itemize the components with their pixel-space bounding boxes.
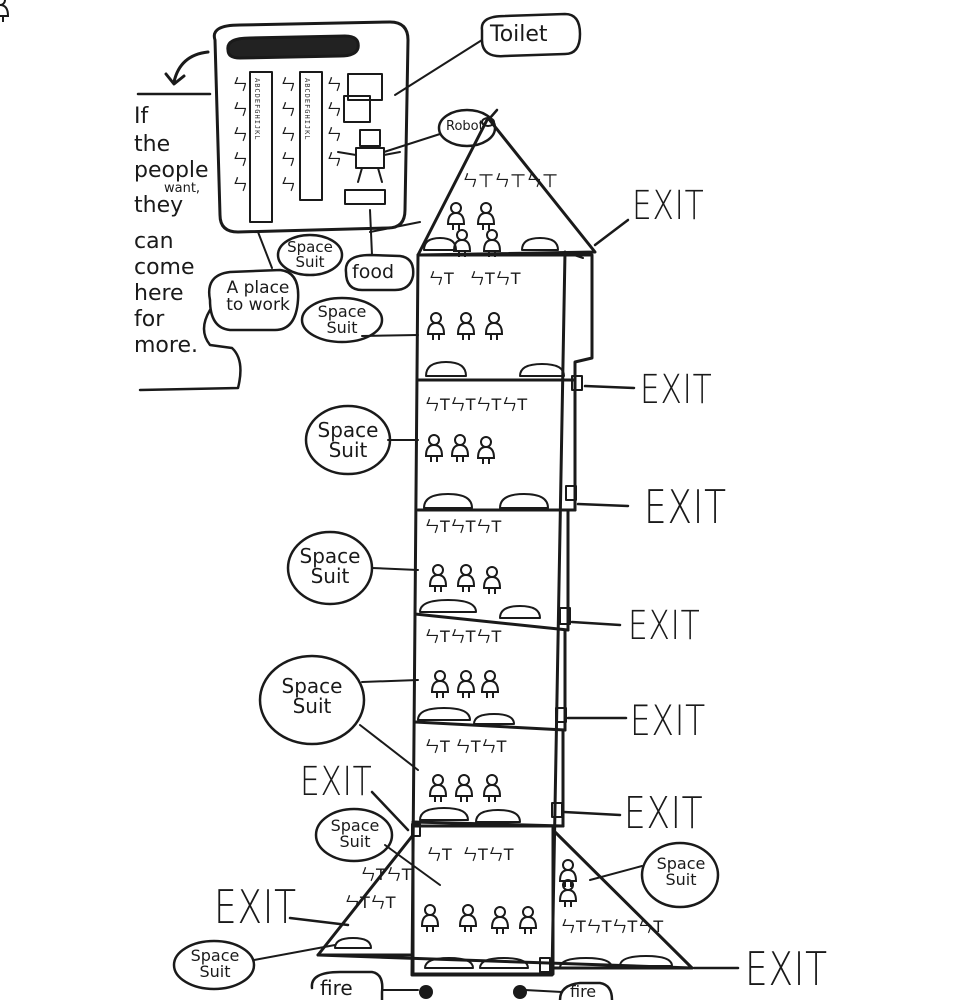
space-suit-label: Space Suit xyxy=(190,946,240,981)
bed-marks: ㄣㄒㄣㄒㄣㄒ ㄣT ㄣTㄣT ㄣTㄣTㄣTㄣT ㄣTㄣTㄣT ㄣTㄣTㄣT ㄣT… xyxy=(232,75,663,936)
toilet-shape xyxy=(347,73,383,101)
note-line: the xyxy=(134,132,171,157)
work-label: A place to work xyxy=(226,278,290,315)
fire-label: fire xyxy=(570,982,597,1001)
svg-text:ㄣ: ㄣ xyxy=(232,125,248,144)
svg-text:ㄣ: ㄣ xyxy=(326,125,342,144)
shelf-left xyxy=(249,71,273,223)
space-suit-label: Space Suit xyxy=(281,674,343,718)
robot-figure xyxy=(337,129,401,183)
note-line: people xyxy=(134,158,209,183)
work-bubble xyxy=(207,268,300,332)
exit-label: EXIT xyxy=(640,367,713,413)
svg-text:ㄣTㄣTㄣT: ㄣTㄣTㄣT xyxy=(424,627,502,646)
note-line: want, xyxy=(164,181,201,196)
exit-label: EXIT xyxy=(300,759,373,805)
shelf-right xyxy=(299,71,323,201)
supply-box xyxy=(212,20,410,234)
space-suit-label: Space Suit xyxy=(317,302,367,337)
svg-text:ㄣ: ㄣ xyxy=(326,100,342,119)
note-line: for xyxy=(134,307,165,332)
exit-label: EXIT xyxy=(644,480,727,534)
exit-doors xyxy=(411,375,583,973)
svg-text:ㄣTㄣT: ㄣTㄣT xyxy=(344,893,396,912)
svg-text:ㄣ: ㄣ xyxy=(326,150,342,169)
food-tray xyxy=(344,189,386,205)
right-fin xyxy=(551,828,694,970)
svg-text:ㄣTㄣTㄣT: ㄣTㄣTㄣT xyxy=(424,517,502,536)
svg-text:ㄣㄒㄣㄒㄣㄒ: ㄣㄒㄣㄒㄣㄒ xyxy=(462,171,558,190)
toilet-bubble xyxy=(480,12,582,58)
exit-label: EXIT xyxy=(628,603,701,649)
svg-text:ㄣ: ㄣ xyxy=(232,175,248,194)
svg-text:ㄣ: ㄣ xyxy=(280,150,296,169)
note-line: here xyxy=(134,281,184,306)
svg-text:ㄣ: ㄣ xyxy=(280,175,296,194)
svg-text:ㄣ: ㄣ xyxy=(232,75,248,94)
space-suit-label: Space Suit xyxy=(317,418,379,462)
exit-lines xyxy=(288,218,740,970)
food-bubble xyxy=(344,253,415,292)
engines xyxy=(419,985,527,999)
fire-label: fire xyxy=(320,976,353,1000)
rocket-body xyxy=(410,250,567,977)
svg-text:ㄣTㄣT: ㄣTㄣT xyxy=(360,865,412,884)
note-line: they xyxy=(134,193,184,218)
seats xyxy=(334,237,673,969)
exit-label: EXIT xyxy=(214,880,297,934)
note-line: more. xyxy=(134,333,198,358)
svg-text:ㄣTㄣTㄣTㄣT: ㄣTㄣTㄣTㄣT xyxy=(560,917,663,936)
svg-text:ㄣ: ㄣ xyxy=(232,150,248,169)
note-line: can xyxy=(134,229,174,254)
shelf-letters-left: ABCDEFGHIJKL xyxy=(253,78,261,141)
svg-text:ㄣT ㄣTㄣT: ㄣT ㄣTㄣT xyxy=(424,737,507,756)
box-hatch xyxy=(226,34,360,60)
note-line: come xyxy=(134,255,195,280)
shelf-letters-right: ABCDEFGHIJKL xyxy=(303,78,311,141)
space-suit-label: Space Suit xyxy=(299,544,361,588)
exit-label: EXIT xyxy=(630,696,706,745)
space-suit-label: Space Suit xyxy=(287,238,333,271)
exit-label: EXIT xyxy=(745,942,828,996)
svg-text:ㄣ: ㄣ xyxy=(280,75,296,94)
space-suit-label: Space Suit xyxy=(330,816,380,851)
svg-text:ㄣ: ㄣ xyxy=(280,100,296,119)
exit-label: EXIT xyxy=(624,788,704,839)
toilet-label: Toilet xyxy=(490,22,548,47)
lower-stage xyxy=(411,824,555,976)
robot-label: Robot xyxy=(446,119,484,134)
svg-text:ㄣT ㄣTㄣT: ㄣT ㄣTㄣT xyxy=(428,269,521,288)
space-suit-bubble-1 xyxy=(276,233,344,277)
people xyxy=(0,0,577,935)
note-line: If xyxy=(134,104,149,129)
svg-text:ㄣT ㄣTㄣT: ㄣT ㄣTㄣT xyxy=(426,845,514,864)
svg-text:ㄣ: ㄣ xyxy=(232,100,248,119)
exit-label: EXIT xyxy=(632,183,705,229)
svg-text:ㄣTㄣTㄣTㄣT: ㄣTㄣTㄣTㄣT xyxy=(424,395,527,414)
space-suit-label: Space Suit xyxy=(656,854,706,889)
side-note: If the people want, they can come here f… xyxy=(134,106,224,357)
fire-bubbles xyxy=(310,970,614,1000)
svg-text:ㄣ: ㄣ xyxy=(326,75,342,94)
space-suit-bubbles xyxy=(172,296,720,991)
food-label: food xyxy=(352,261,394,283)
svg-text:ㄣ: ㄣ xyxy=(280,125,296,144)
